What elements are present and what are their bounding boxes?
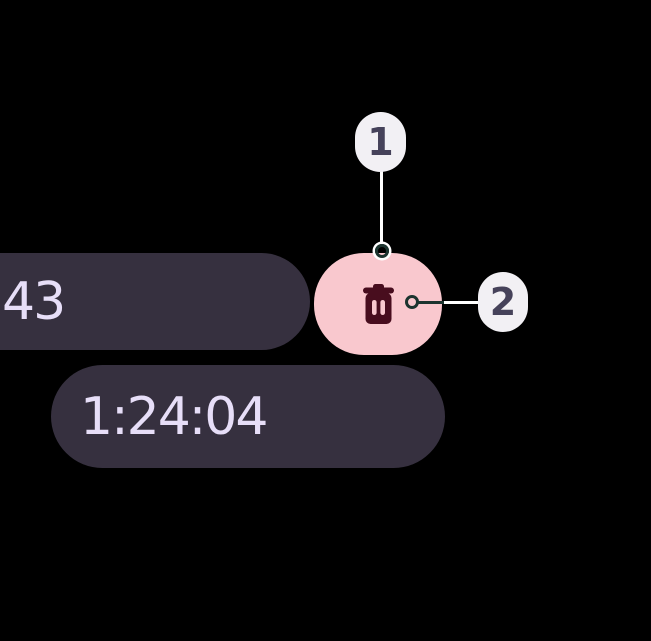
delete-timer-button[interactable] — [314, 253, 442, 355]
callout-badge-2-label: 2 — [489, 280, 517, 324]
callout-2-connector-line-light — [444, 300, 478, 304]
callout-badge-1: 1 — [355, 112, 406, 172]
timer-chip-partial: 43 — [0, 253, 310, 350]
callout-2-connector-line-dark — [417, 300, 444, 304]
timer-time-value: 1:24:04 — [80, 386, 268, 447]
trash-icon — [362, 284, 394, 324]
callout-badge-1-label: 1 — [367, 120, 394, 164]
timer-chip-time: 1:24:04 — [51, 365, 445, 468]
callout-2-anchor-ring — [405, 295, 419, 309]
callout-1-anchor-ring — [375, 244, 389, 258]
timer-chip-partial-value: 43 — [2, 271, 66, 332]
callout-1-connector-line — [380, 170, 383, 244]
callout-badge-2: 2 — [478, 272, 528, 332]
